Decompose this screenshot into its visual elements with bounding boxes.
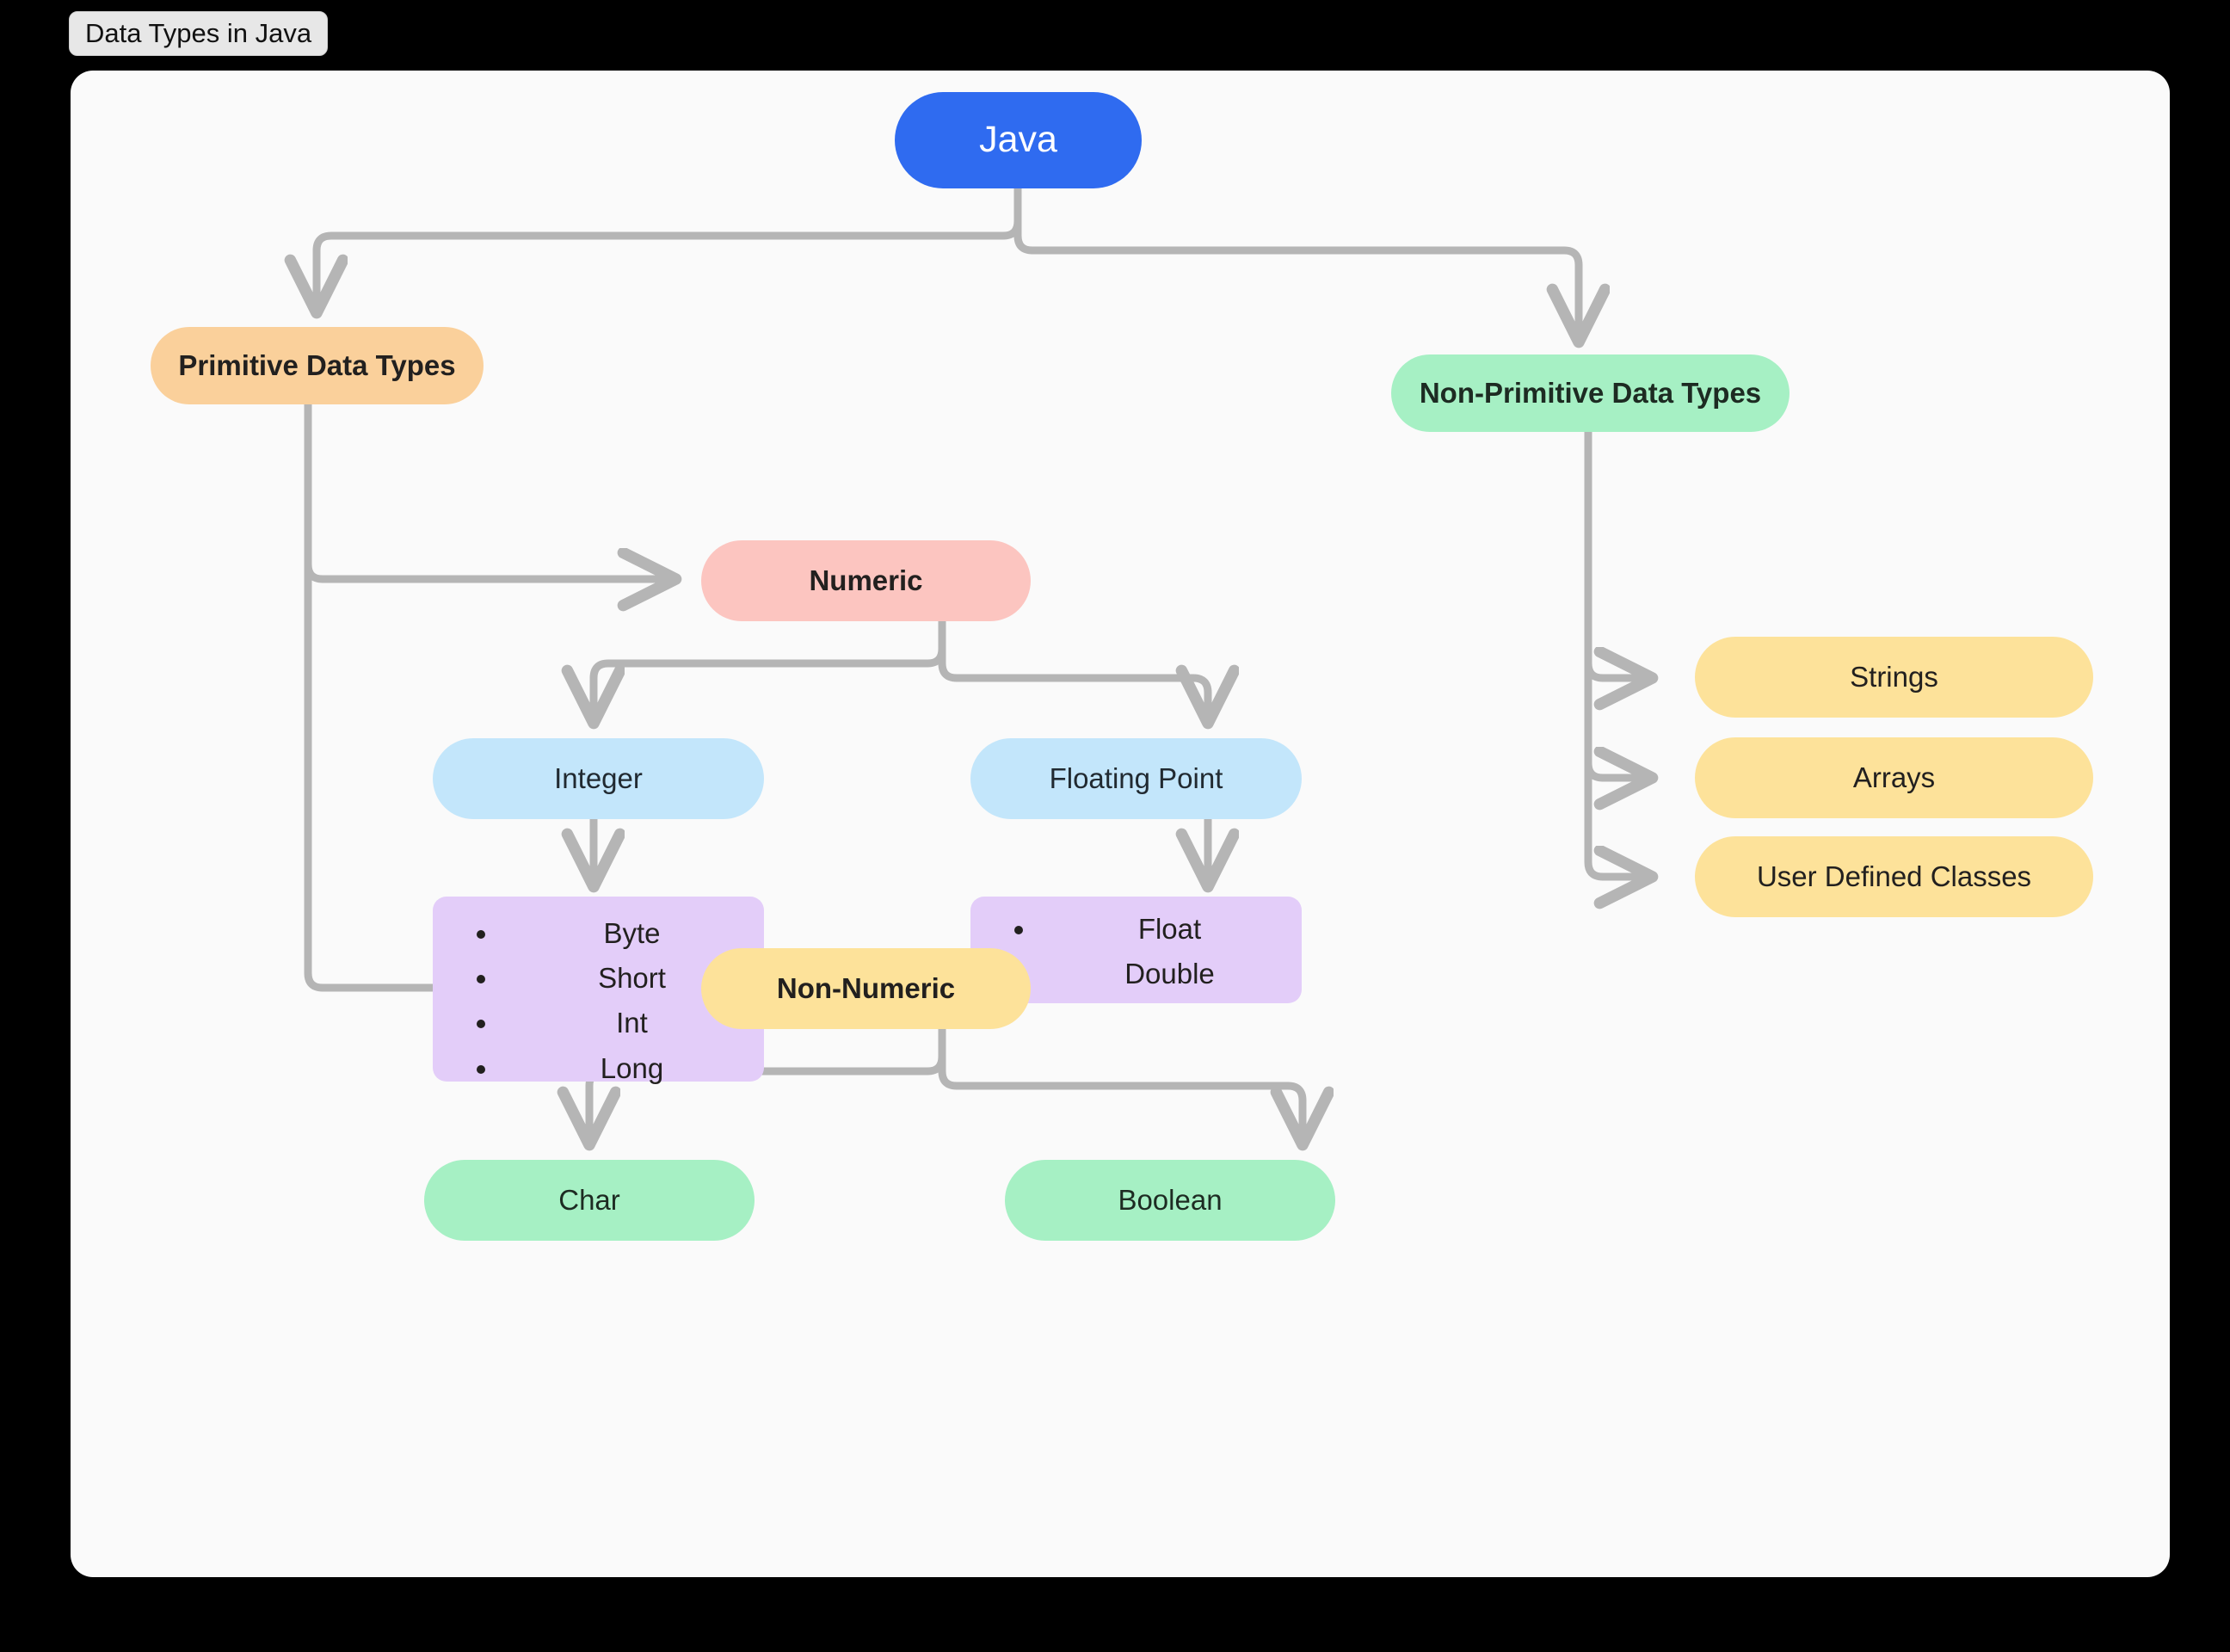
node-floating-point[interactable]: Floating Point bbox=[970, 738, 1302, 819]
list-item: Double bbox=[1038, 956, 1302, 992]
node-java-label: Java bbox=[979, 119, 1057, 161]
node-user-defined-classes-label: User Defined Classes bbox=[1756, 860, 2032, 893]
edge-primitive-numeric bbox=[304, 400, 673, 579]
node-floating-point-label: Floating Point bbox=[1049, 762, 1223, 795]
node-boolean[interactable]: Boolean bbox=[1005, 1160, 1335, 1241]
edge-java-nonprimitive bbox=[1013, 184, 1579, 339]
node-boolean-label: Boolean bbox=[1118, 1184, 1223, 1217]
node-arrays-label: Arrays bbox=[1852, 761, 1936, 794]
node-non-numeric[interactable]: Non-Numeric bbox=[701, 948, 1031, 1029]
node-char-label: Char bbox=[558, 1184, 620, 1217]
node-strings[interactable]: Strings bbox=[1695, 637, 2093, 718]
window-title-label: Data Types in Java bbox=[85, 18, 312, 48]
window-title-tab[interactable]: Data Types in Java bbox=[69, 11, 329, 56]
node-primitive-data-types[interactable]: Primitive Data Types bbox=[151, 327, 484, 404]
floating-types-items: Float Double bbox=[970, 911, 1302, 992]
edge-primitive-nonnumeric bbox=[304, 400, 673, 988]
node-strings-label: Strings bbox=[1850, 661, 1938, 693]
node-user-defined-classes[interactable]: User Defined Classes bbox=[1695, 836, 2093, 917]
node-numeric-label: Numeric bbox=[809, 564, 923, 597]
edge-nonnumeric-boolean bbox=[938, 1025, 1303, 1142]
node-non-numeric-label: Non-Numeric bbox=[776, 972, 956, 1005]
edge-java-primitive bbox=[317, 184, 1022, 310]
edge-numeric-floating bbox=[938, 617, 1208, 720]
node-non-primitive-data-types[interactable]: Non-Primitive Data Types bbox=[1391, 354, 1790, 432]
node-arrays[interactable]: Arrays bbox=[1695, 737, 2093, 818]
list-item: Int bbox=[500, 1005, 764, 1041]
integer-types-items: Byte Short Int Long bbox=[433, 915, 764, 1087]
node-integer-label: Integer bbox=[554, 762, 643, 795]
edge-nonprimitive-arrays bbox=[1584, 426, 1649, 778]
list-item: Byte bbox=[500, 915, 764, 952]
edge-numeric-integer bbox=[594, 617, 946, 720]
node-java[interactable]: Java bbox=[895, 92, 1142, 188]
node-numeric[interactable]: Numeric bbox=[701, 540, 1031, 621]
diagram-card: Java Primitive Data Types Non-Primitive … bbox=[71, 71, 2170, 1577]
connector-layer bbox=[71, 184, 2170, 1577]
node-integer[interactable]: Integer bbox=[433, 738, 764, 819]
list-item: Short bbox=[500, 960, 764, 996]
node-primitive-data-types-label: Primitive Data Types bbox=[178, 349, 456, 382]
edge-nonprimitive-userclasses bbox=[1584, 426, 1649, 877]
node-char[interactable]: Char bbox=[424, 1160, 755, 1241]
list-item: Long bbox=[500, 1051, 764, 1087]
edge-nonprimitive-strings bbox=[1584, 426, 1649, 678]
list-item: Float bbox=[1038, 911, 1302, 947]
node-floating-types-list: Float Double bbox=[970, 897, 1302, 1003]
node-non-primitive-data-types-label: Non-Primitive Data Types bbox=[1419, 377, 1762, 410]
